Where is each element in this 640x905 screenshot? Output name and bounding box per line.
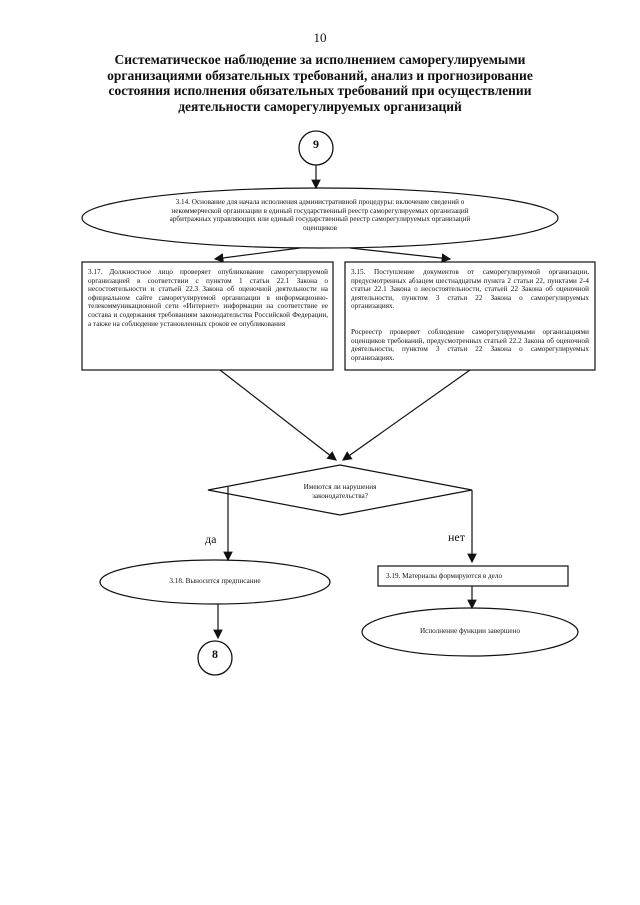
end-connector-label: 8	[212, 647, 218, 661]
step-318-text: 3.18. Выносится предписание	[169, 577, 261, 585]
page-title: Систематическое наблюдение за исполнение…	[107, 52, 533, 114]
arrow-315-to-decision	[342, 369, 471, 461]
step-314-text: 3.14. Основание для начала исполнения ад…	[169, 198, 471, 232]
step-318-ellipse	[99, 559, 331, 605]
step-315-text-b: Росреестр проверяет соблюдение саморегул…	[351, 328, 589, 362]
start-connector-label: 9	[313, 137, 319, 151]
step-314-ellipse	[81, 187, 559, 249]
end-ellipse	[361, 607, 579, 657]
decision-text: Имеются ли нарушения законодательства?	[303, 483, 377, 500]
arrow-317-to-decision	[219, 369, 337, 461]
step-315-text-a: 3.15. Поступление документов от саморегу…	[351, 268, 589, 311]
step-319-text: 3.19. Материалы формируются в дело	[386, 572, 503, 580]
arrow-314-to-315	[349, 247, 452, 263]
decision-diamond	[207, 464, 473, 516]
no-label: нет	[448, 530, 465, 544]
step-319-box	[377, 565, 569, 587]
end-text: Исполнение функции завершено	[419, 627, 521, 635]
step-317-box	[81, 261, 334, 371]
step-317-text: 3.17. Должностное лицо проверяет опублик…	[88, 268, 328, 328]
arrow-314-to-317	[213, 247, 301, 263]
yes-label: да	[205, 532, 217, 546]
end-connector-circle	[197, 640, 233, 676]
page-number: 10	[313, 30, 327, 45]
